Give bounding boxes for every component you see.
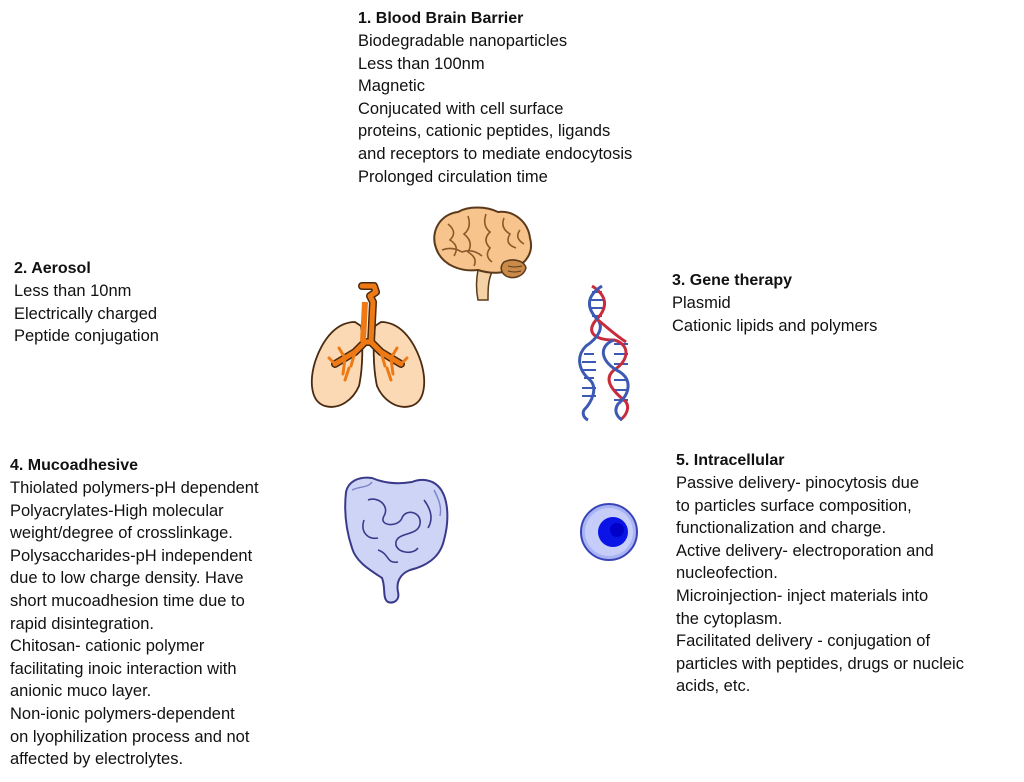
section-line: weight/degree of crosslinkage. [10, 524, 233, 543]
section-gene-therapy: 3. Gene therapy Plasmid Cationic lipids … [672, 270, 877, 337]
section-line: on lyophilization process and not [10, 727, 250, 746]
section-line: to particles surface composition, [676, 496, 912, 515]
section-mucoadhesive: 4. Mucoadhesive Thiolated polymers-pH de… [10, 455, 259, 771]
section-line: the cytoplasm. [676, 609, 783, 628]
section-line: Facilitated delivery - conjugation of [676, 632, 931, 651]
section-line: Non-ionic polymers-dependent [10, 704, 235, 723]
section-line: short mucoadhesion time due to [10, 591, 245, 610]
section-line: Passive delivery- pinocytosis due [676, 474, 920, 492]
intestine-icon [344, 476, 449, 604]
section-line: particles with peptides, drugs or nuclei… [676, 654, 964, 673]
section-line: Polyacrylates-High molecular [10, 501, 224, 520]
section-line: proteins, cationic peptides, ligands [358, 122, 611, 141]
section-title: 4. Mucoadhesive [10, 457, 139, 474]
section-blood-brain-barrier: 1. Blood Brain Barrier Biodegradable nan… [358, 8, 632, 188]
section-line: anionic muco layer. [10, 682, 152, 701]
section-title: 1. Blood Brain Barrier [358, 10, 524, 27]
section-line: Plasmid [672, 294, 731, 312]
section-line: Less than 10nm [14, 282, 132, 300]
section-line: Biodegradable nanoparticles [358, 32, 568, 50]
section-line: Cationic lipids and polymers [672, 316, 878, 335]
section-line: and receptors to mediate endocytosis [358, 144, 633, 163]
section-intracellular: 5. Intracellular Passive delivery- pinoc… [676, 450, 964, 698]
section-aerosol: 2. Aerosol Less than 10nm Electrically c… [14, 258, 159, 348]
section-line: facilitating inoic interaction with [10, 659, 237, 678]
cell-icon [580, 503, 638, 561]
section-line: Conjucated with cell surface [358, 99, 564, 118]
section-line: Chitosan- cationic polymer [10, 637, 205, 656]
section-line: Thiolated polymers-pH dependent [10, 479, 259, 497]
section-line: Prolonged circulation time [358, 167, 548, 186]
section-line: Electrically charged [14, 304, 158, 323]
section-line: Peptide conjugation [14, 327, 159, 346]
section-line: Less than 100nm [358, 54, 485, 73]
section-line: functionalization and charge. [676, 519, 887, 538]
section-line: due to low charge density. Have [10, 569, 244, 588]
section-line: rapid disintegration. [10, 614, 155, 633]
section-title: 3. Gene therapy [672, 272, 793, 289]
brain-icon [433, 206, 532, 301]
section-title: 2. Aerosol [14, 260, 91, 277]
section-line: affected by electrolytes. [10, 750, 184, 769]
dna-double-helix-icon [578, 284, 630, 422]
section-line: Active delivery- electroporation and [676, 541, 934, 560]
section-line: Magnetic [358, 77, 425, 96]
section-title: 5. Intracellular [676, 452, 785, 469]
section-line: nucleofection. [676, 564, 778, 583]
section-line: Polysaccharides-pH independent [10, 546, 253, 565]
section-line: Microinjection- inject materials into [676, 586, 929, 605]
section-line: acids, etc. [676, 677, 751, 696]
lungs-icon [310, 282, 426, 408]
